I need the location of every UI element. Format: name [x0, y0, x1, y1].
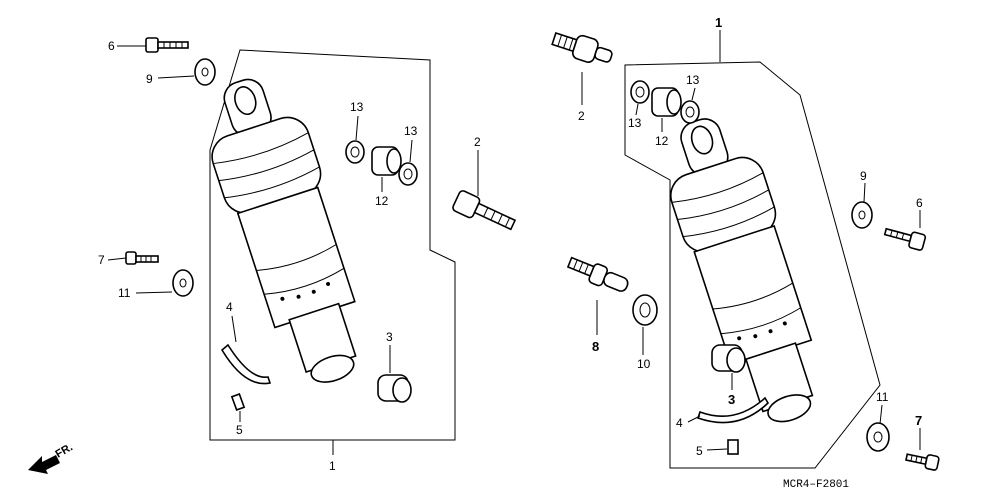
left-washer-lower [172, 269, 194, 297]
left-stud [452, 190, 517, 231]
right-callout-needle-bearing: 12 [655, 134, 669, 148]
right-collar [711, 344, 746, 373]
right-callout-stud-top: 2 [578, 109, 585, 123]
front-direction-indicator: FR. [28, 441, 75, 474]
left-callout-washer-top: 9 [146, 72, 153, 86]
left-label-tag [230, 393, 246, 411]
left-bolt-lower [125, 251, 159, 265]
right-dust-seal-b [680, 100, 700, 124]
right-assembly: 1 2 [551, 15, 940, 471]
left-callout-needle-bearing: 12 [375, 194, 389, 208]
left-washer-top [194, 58, 216, 86]
left-callout-dust-seal-b: 13 [404, 124, 418, 138]
left-callout-dust-seal-a: 13 [350, 100, 364, 114]
left-callout-assembly: 1 [329, 459, 336, 473]
right-callout-assembly: 1 [715, 15, 722, 30]
right-callout-washer: 9 [860, 169, 867, 183]
right-assembly-boundary [624, 61, 881, 469]
right-stud-top [551, 32, 613, 63]
right-bolt-bottom [905, 453, 940, 471]
left-collar [377, 374, 412, 403]
left-assembly-boundary [209, 49, 456, 441]
right-band [696, 396, 770, 424]
left-callout-stud: 2 [474, 135, 481, 149]
left-callout-washer-lower: 11 [118, 286, 131, 300]
left-callout-label-tag: 5 [236, 423, 243, 437]
right-callout-dust-seal-b: 13 [686, 73, 700, 87]
right-washer [851, 201, 873, 229]
left-dust-seal-a [345, 140, 365, 164]
right-washer-bottom [866, 422, 890, 452]
right-callout-label-tag: 5 [696, 444, 703, 458]
left-shock-absorber [211, 78, 357, 383]
right-callout-washer-bottom: 11 [876, 390, 889, 404]
right-callout-bolt-bottom: 7 [915, 413, 922, 428]
front-arrow-icon [28, 455, 60, 474]
right-callout-bolt-stud: 8 [592, 339, 599, 354]
left-callout-collar: 3 [386, 330, 393, 344]
left-callout-band: 4 [226, 300, 233, 314]
right-dust-seal-a [630, 80, 650, 104]
left-bolt-top [145, 37, 189, 53]
right-label-tag [727, 439, 739, 455]
right-shock-absorber [670, 118, 814, 423]
diagram-code: MCR4–F2801 [783, 479, 849, 491]
front-direction-label: FR. [54, 441, 75, 460]
right-bolt-stud [566, 256, 629, 292]
right-bolt [883, 227, 927, 251]
left-needle-bearing [371, 146, 402, 176]
right-callout-bolt: 6 [916, 196, 923, 210]
left-callout-bolt-lower: 7 [98, 253, 105, 267]
right-callout-collar: 3 [728, 392, 735, 407]
right-callout-washer-lower: 10 [637, 357, 651, 371]
right-needle-bearing [651, 87, 682, 117]
right-washer-lower [632, 294, 658, 326]
right-callout-dust-seal-a: 13 [628, 116, 642, 130]
left-assembly: 1 6 [98, 37, 517, 473]
left-callout-bolt-top: 6 [108, 39, 115, 53]
left-band [220, 343, 272, 385]
left-dust-seal-b [398, 162, 418, 186]
right-callout-band: 4 [676, 416, 683, 430]
